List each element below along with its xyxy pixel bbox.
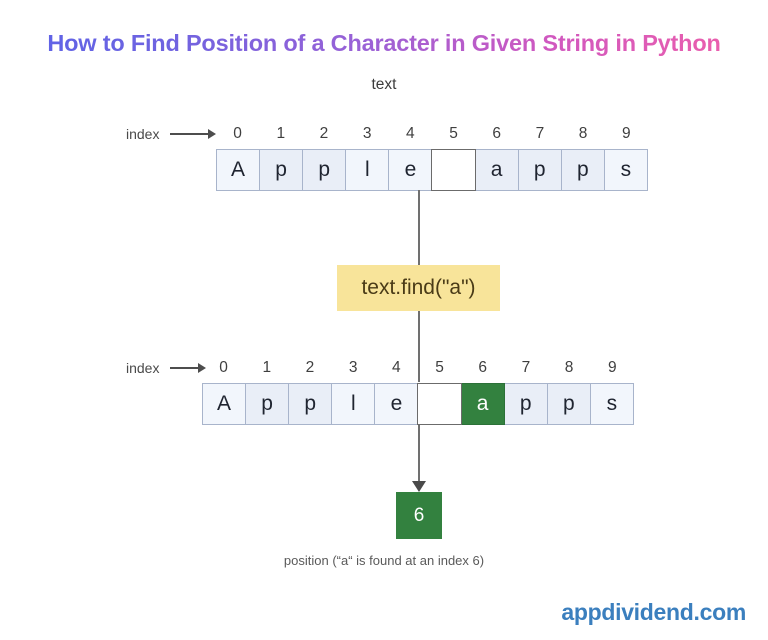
index-number: 0 — [219, 359, 228, 376]
index-label-top: index — [126, 126, 160, 142]
string-cell: p — [259, 149, 304, 191]
connector-line-lower — [418, 424, 421, 486]
string-cell-space — [417, 383, 462, 425]
page-title: How to Find Position of a Character in G… — [0, 30, 768, 57]
string-cell: p — [302, 149, 347, 191]
index-label-bottom: index — [126, 360, 160, 376]
result-caption: position (“a“ is found at an index 6) — [283, 553, 485, 568]
index-number: 4 — [392, 359, 401, 376]
index-number: 6 — [478, 359, 488, 376]
text-variable-label: text — [371, 76, 397, 93]
string-cell: A — [202, 383, 247, 425]
index-number: 8 — [578, 125, 588, 142]
index-number: 1 — [262, 359, 272, 376]
index-number: 8 — [564, 359, 574, 376]
string-cell: l — [331, 383, 376, 425]
index-number: 0 — [233, 125, 242, 142]
string-cell: p — [517, 149, 562, 191]
string-cell-space — [431, 149, 476, 191]
index-number: 5 — [449, 125, 458, 142]
string-cell: p — [503, 383, 548, 425]
site-watermark: appdividend.com — [561, 599, 746, 625]
index-number: 9 — [607, 359, 617, 376]
index-number: 5 — [435, 359, 444, 376]
result-value-box: 6 — [396, 492, 442, 539]
string-cell: p — [546, 383, 591, 425]
string-cell: p — [560, 149, 605, 191]
index-number: 1 — [276, 125, 286, 142]
string-cell: a — [474, 149, 519, 191]
index-number: 4 — [406, 125, 415, 142]
string-cell: l — [345, 149, 390, 191]
connector-line-upper — [418, 190, 421, 266]
string-cell: p — [245, 383, 290, 425]
string-cell: A — [216, 149, 261, 191]
string-cell: e — [374, 383, 419, 425]
string-cell: s — [589, 383, 634, 425]
index-number: 2 — [305, 359, 315, 376]
connector-arrowhead — [412, 481, 426, 492]
index-number-row-top: 0 1 2 3 4 5 6 7 8 9 — [216, 124, 648, 144]
index-number: 2 — [319, 125, 329, 142]
index-number: 7 — [535, 125, 545, 142]
index-number: 6 — [492, 125, 502, 142]
string-cell: p — [288, 383, 333, 425]
string-cell: e — [388, 149, 433, 191]
index-arrow-bottom — [170, 362, 206, 373]
index-number-row-bottom: 0 1 2 3 4 5 6 7 8 9 — [202, 358, 634, 378]
index-number: 9 — [621, 125, 631, 142]
index-number: 7 — [521, 359, 531, 376]
find-call-box: text.find("a") — [337, 265, 500, 311]
index-arrow-top — [170, 128, 216, 139]
index-number: 3 — [362, 125, 372, 142]
string-cell: s — [603, 149, 648, 191]
index-number: 3 — [348, 359, 358, 376]
connector-line-mid — [418, 310, 421, 382]
string-cell-highlighted: a — [460, 383, 505, 425]
